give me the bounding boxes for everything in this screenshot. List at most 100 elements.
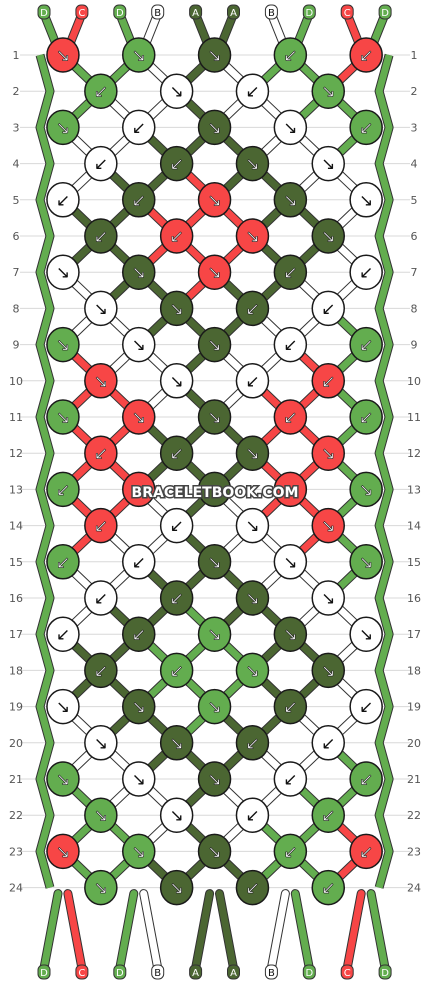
string-letter: C — [78, 8, 85, 19]
knot-arrow-icon: ↙ — [321, 372, 335, 392]
string-letter-badge — [302, 964, 316, 980]
knot-arrow-icon: ↘ — [56, 263, 70, 283]
knot-ellipse — [197, 471, 232, 508]
knot-ellipse — [311, 652, 345, 689]
knot: ↘ — [84, 725, 118, 761]
knot: ↙ — [273, 37, 308, 73]
knot-ellipse — [159, 363, 194, 399]
knot-arrow-icon: ↙ — [283, 770, 297, 790]
string-letter-top: D — [37, 4, 51, 20]
knot-arrow-icon: ↙ — [359, 698, 373, 718]
row-label-left: 5 — [13, 194, 20, 207]
knot-ellipse — [159, 725, 194, 761]
knot-arrow-icon: ↘ — [132, 46, 146, 66]
knot-arrow-icon: ↙ — [170, 155, 184, 175]
knot: ↙ — [273, 688, 308, 725]
knot-ellipse — [159, 218, 194, 254]
knot-arrow-icon: ↙ — [132, 625, 146, 645]
knot-arrow-icon: ↘ — [94, 299, 108, 319]
knot-ellipse — [197, 399, 232, 435]
knot-ellipse — [84, 507, 118, 544]
string-letter: D — [116, 8, 124, 19]
knot-ellipse — [349, 471, 383, 508]
knot-arrow-icon: ↘ — [56, 118, 70, 138]
knot-ellipse — [197, 544, 232, 580]
knot-arrow-icon: ↙ — [245, 299, 259, 319]
knot: ↘ — [235, 218, 270, 254]
knot: ↘ — [122, 399, 156, 435]
knot: ↘ — [84, 363, 118, 399]
knot: ↘ — [46, 761, 80, 797]
row-label-right: 12 — [407, 447, 421, 460]
knot-arrow-icon: ↘ — [359, 191, 373, 211]
knot-arrow-icon: ↙ — [245, 734, 259, 754]
knot: ↙ — [349, 688, 383, 725]
string-letter-badge — [302, 4, 316, 20]
row-label-left: 19 — [9, 701, 23, 714]
knot: ↙ — [235, 869, 270, 906]
knot: ↙ — [159, 652, 194, 689]
string-letter-top: B — [151, 4, 165, 20]
knot-arrow-icon: ↙ — [245, 82, 259, 102]
string-letter: D — [305, 968, 313, 979]
row-label-right: 6 — [411, 230, 418, 243]
string-letter: C — [344, 8, 351, 19]
string-letter: D — [40, 8, 48, 19]
knot-ellipse — [122, 182, 156, 218]
row-label-right: 1 — [411, 49, 418, 62]
knot: ↙ — [311, 869, 345, 906]
string-letter-bottom: B — [264, 964, 278, 980]
knot-ellipse — [197, 688, 232, 725]
knot-ellipse — [46, 399, 80, 435]
knot-ellipse — [273, 254, 308, 290]
string-letter-top: D — [302, 4, 316, 20]
knot: ↙ — [273, 326, 308, 363]
knot-arrow-icon: ↘ — [359, 625, 373, 645]
knot-ellipse — [159, 580, 194, 616]
knot-arrow-icon: ↘ — [245, 155, 259, 175]
row-label-right: 21 — [407, 773, 421, 786]
row-label-left: 14 — [9, 520, 23, 533]
string-letter-top: B — [264, 4, 278, 20]
knot-arrow-icon: ↙ — [245, 879, 259, 899]
knot-ellipse — [159, 145, 194, 182]
knot: ↙ — [235, 725, 270, 761]
knot-ellipse — [122, 109, 156, 146]
string-letter: B — [268, 968, 275, 979]
knot-arrow-icon: ↙ — [359, 118, 373, 138]
row-label-right: 9 — [411, 339, 418, 352]
knot-ellipse — [235, 435, 270, 471]
string-letter-badge — [113, 964, 127, 980]
string-letter-badge — [113, 4, 127, 20]
knot-ellipse — [273, 37, 308, 73]
knot-ellipse — [122, 761, 156, 797]
knot-ellipse — [84, 869, 118, 906]
knot-arrow-icon: ↙ — [321, 734, 335, 754]
knot-arrow-icon: ↙ — [359, 408, 373, 428]
string-letter-badge — [227, 4, 240, 20]
knot: ↘ — [122, 326, 156, 363]
string-tail-bottom — [140, 890, 162, 972]
knot-ellipse — [311, 290, 345, 327]
knot-arrow-icon: ↙ — [132, 191, 146, 211]
string-tail-bottom — [291, 890, 313, 972]
row-label-left: 4 — [13, 158, 20, 171]
knot: ↘ — [235, 435, 270, 471]
row-label-left: 12 — [9, 447, 23, 460]
knot-ellipse — [349, 833, 383, 870]
knot-ellipse — [349, 326, 383, 363]
knot-arrow-icon: ↘ — [245, 444, 259, 464]
knot-ellipse — [84, 797, 118, 833]
knot: ↘ — [197, 544, 232, 580]
string-letter: A — [230, 8, 237, 19]
string-letter-top: D — [113, 4, 127, 20]
knot: ↙ — [122, 182, 156, 218]
edge-strand — [36, 54, 54, 889]
knot-arrow-icon: ↙ — [170, 661, 184, 681]
knot: ↘ — [46, 326, 80, 363]
knot-arrow-icon: ↘ — [283, 480, 297, 500]
knot-arrow-icon: ↙ — [359, 336, 373, 356]
knot-arrow-icon: ↙ — [94, 517, 108, 537]
knot: ↘ — [349, 182, 383, 218]
